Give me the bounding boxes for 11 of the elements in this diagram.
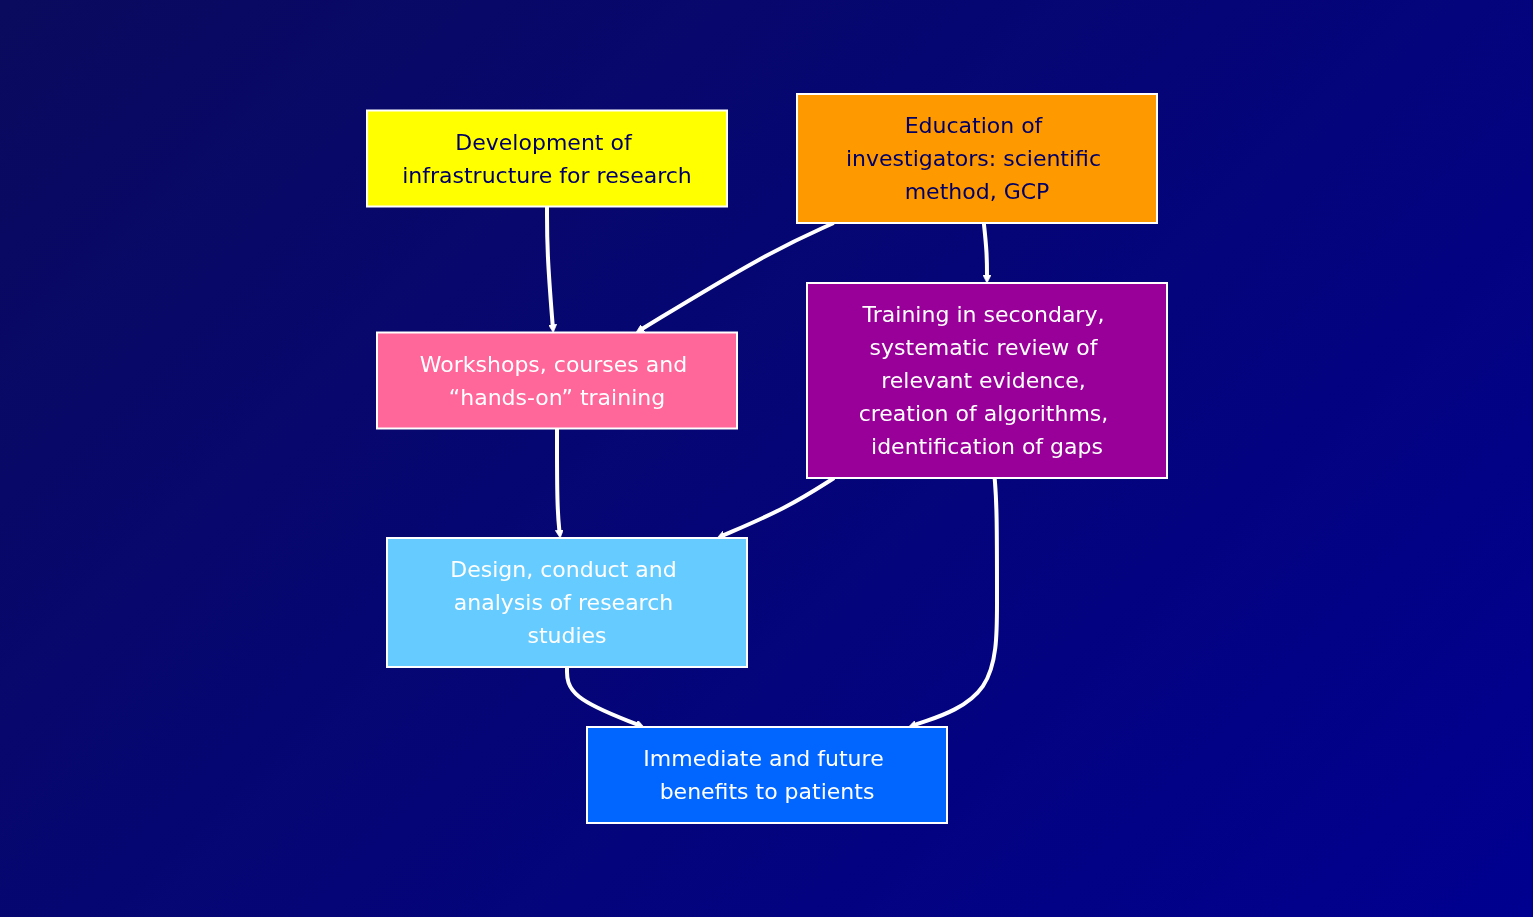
arrow	[554, 428, 564, 539]
arrow	[981, 222, 991, 284]
node-box: Training in secondary, systematic review of relevant evidence, creation of algorithms, identification of gaps	[805, 282, 1168, 479]
arrow	[544, 206, 557, 333]
node-box: Development of infrastructure for research	[365, 109, 728, 208]
node-box: Immediate and future benefits to patients	[585, 726, 948, 824]
arrow	[564, 667, 644, 729]
arrow	[907, 477, 999, 729]
node-box: Education of investigators: scientific method, GCP	[795, 93, 1158, 224]
node-box: Design, conduct and analysis of research studies	[385, 537, 748, 668]
node-box: Workshops, courses and “hands-on” training	[375, 331, 738, 430]
